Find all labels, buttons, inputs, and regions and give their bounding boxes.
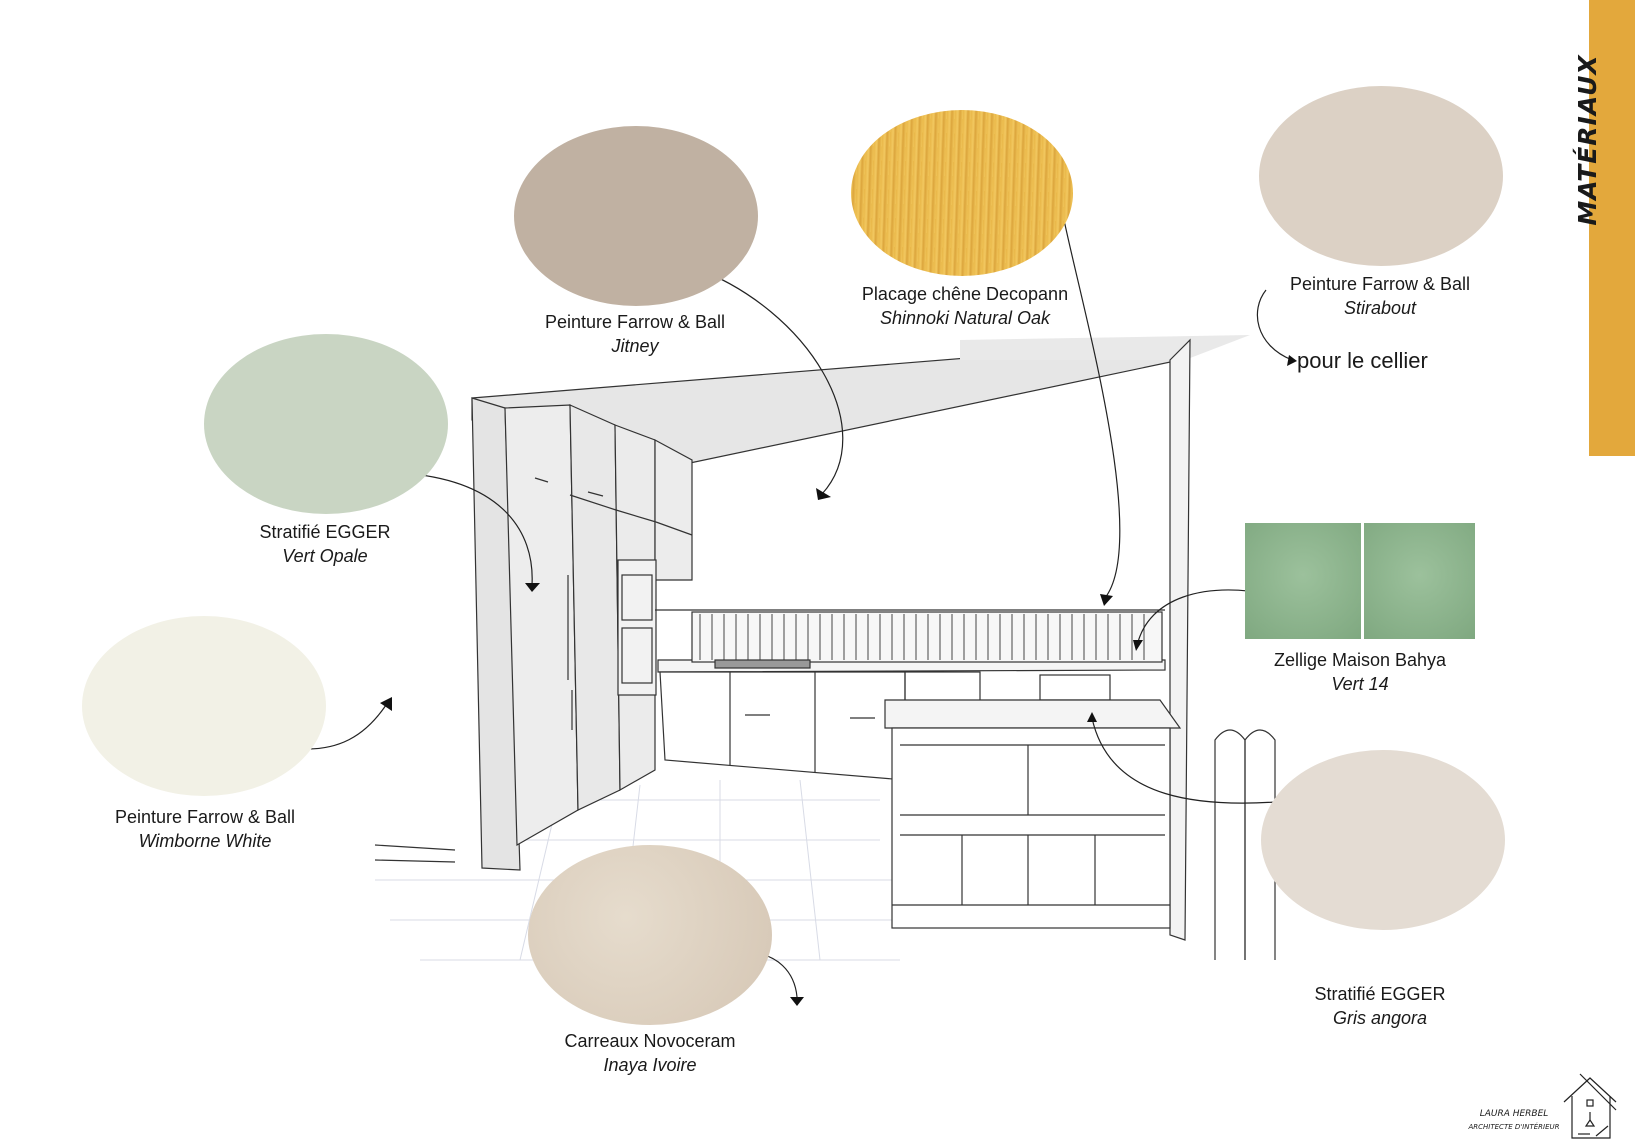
zellige-tile: [1245, 523, 1361, 639]
material-brand: Zellige Maison Bahya: [1273, 650, 1447, 670]
material-reference: Gris angora: [1332, 1008, 1428, 1028]
logo-subtitle: ARCHITECTE D'INTÉRIEUR: [1468, 1123, 1560, 1131]
swatch-gris-angora: [1261, 750, 1505, 930]
caption-wimborne-white: Peinture Farrow & Ball Wimborne White: [90, 805, 320, 853]
swatch-stirabout: [1259, 86, 1503, 266]
zellige-tile: [1364, 523, 1475, 639]
swatch-zellige: [1245, 523, 1475, 639]
caption-gris-angora: Stratifié EGGER Gris angora: [1265, 982, 1495, 1030]
logo-text: LAURA HERBEL ARCHITECTE D'INTÉRIEUR: [1468, 1108, 1560, 1134]
swatch-wimborne-white: [82, 616, 326, 796]
material-brand: Peinture Farrow & Ball: [1289, 274, 1471, 294]
material-reference: Wimborne White: [138, 831, 272, 851]
caption-oak: Placage chêne Decopann Shinnoki Natural …: [840, 282, 1090, 330]
caption-jitney: Peinture Farrow & Ball Jitney: [520, 310, 750, 358]
material-brand: Carreaux Novoceram: [564, 1031, 736, 1051]
house-icon: [1563, 1073, 1617, 1139]
swatch-inaya-ivoire: [528, 845, 772, 1025]
material-brand: Stratifié EGGER: [259, 522, 391, 542]
material-brand: Peinture Farrow & Ball: [114, 807, 296, 827]
material-reference: Jitney: [611, 336, 659, 356]
material-brand: Stratifié EGGER: [1314, 984, 1446, 1004]
swatch-oak: [851, 110, 1073, 276]
arrow-heads: [380, 355, 1297, 1006]
material-reference: Vert Opale: [282, 546, 368, 566]
caption-zellige: Zellige Maison Bahya Vert 14: [1245, 648, 1475, 696]
material-brand: Placage chêne Decopann: [861, 284, 1069, 304]
caption-vert-opale: Stratifié EGGER Vert Opale: [210, 520, 440, 568]
swatch-vert-opale: [204, 334, 448, 514]
caption-stirabout: Peinture Farrow & Ball Stirabout: [1265, 272, 1495, 320]
accent-tab: [1589, 0, 1635, 456]
logo-name: LAURA HERBEL: [1479, 1109, 1549, 1119]
architect-logo: LAURA HERBEL ARCHITECTE D'INTÉRIEUR: [1468, 1070, 1618, 1140]
material-reference: Vert 14: [1331, 674, 1389, 694]
material-reference: Inaya Ivoire: [603, 1055, 697, 1075]
swatch-jitney: [514, 126, 758, 306]
material-reference: Shinnoki Natural Oak: [879, 308, 1051, 328]
material-reference: Stirabout: [1343, 298, 1417, 318]
caption-inaya-ivoire: Carreaux Novoceram Inaya Ivoire: [535, 1029, 765, 1077]
material-brand: Peinture Farrow & Ball: [544, 312, 726, 332]
cellier-note: pour le cellier: [1297, 348, 1428, 373]
